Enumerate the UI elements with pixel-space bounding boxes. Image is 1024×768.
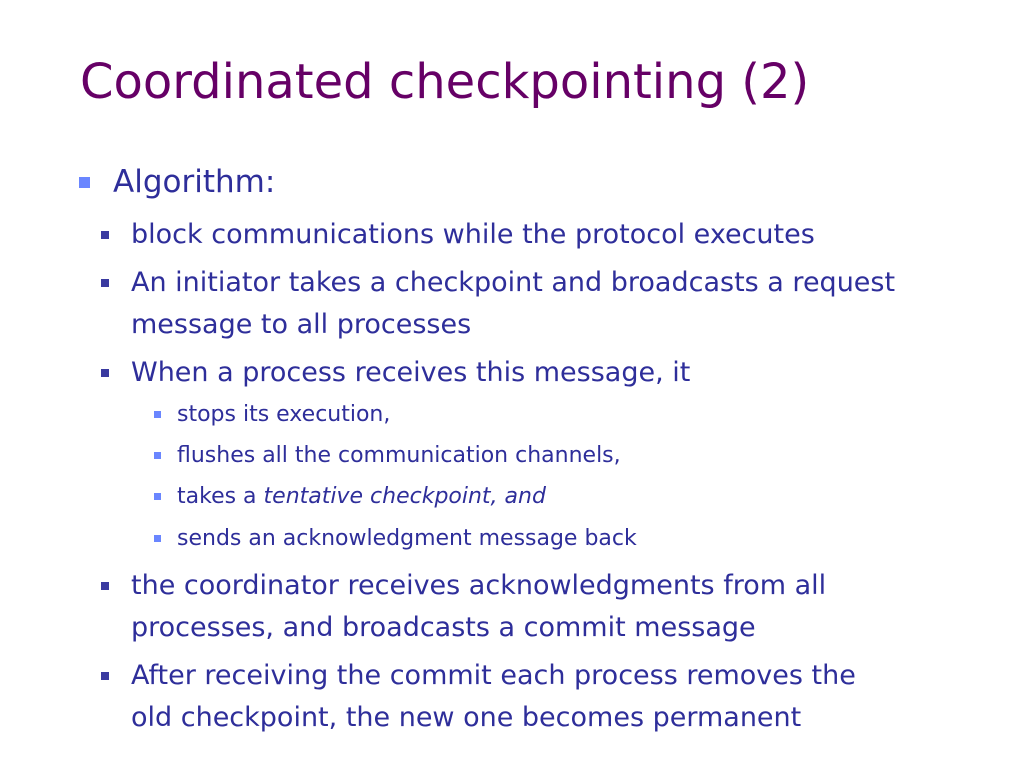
- sub-bullet-takes-prefix: takes a: [177, 484, 264, 509]
- sub-bullet-flushes: flushes all the communication channels,: [177, 443, 621, 468]
- bullet-coordinator-line2: processes, and broadcasts a commit messa…: [131, 612, 756, 643]
- bullet-square-icon: [154, 452, 161, 459]
- bullet-square-icon: [154, 493, 161, 500]
- slide-title: Coordinated checkpointing (2): [80, 54, 810, 110]
- sub-bullet-stops: stops its execution,: [177, 402, 391, 427]
- bullet-initiator-line1: An initiator takes a checkpoint and broa…: [131, 267, 896, 298]
- bullet-when-process: When a process receives this message, it: [131, 357, 691, 388]
- bullet-after-line1: After receiving the commit each process …: [131, 660, 856, 691]
- sub-bullet-sends: sends an acknowledgment message back: [177, 526, 637, 551]
- bullet-square-icon: [101, 369, 109, 377]
- bullet-square-icon: [154, 411, 161, 418]
- sub-bullet-takes-italic: tentative checkpoint, and: [263, 484, 546, 509]
- bullet-square-icon: [154, 535, 161, 542]
- bullet-square-icon: [101, 231, 109, 239]
- sub-bullet-takes: takes a tentative checkpoint, and: [177, 484, 546, 509]
- bullet-block-communications: block communications while the protocol …: [131, 219, 815, 250]
- bullet-square-icon: [79, 177, 90, 188]
- bullet-square-icon: [101, 582, 109, 590]
- bullet-initiator-line2: message to all processes: [131, 309, 472, 340]
- bullet-square-icon: [101, 279, 109, 287]
- bullet-after-line2: old checkpoint, the new one becomes perm…: [131, 702, 802, 733]
- bullet-coordinator-line1: the coordinator receives acknowledgments…: [131, 570, 827, 601]
- bullet-algorithm: Algorithm:: [113, 164, 276, 200]
- bullet-square-icon: [101, 672, 109, 680]
